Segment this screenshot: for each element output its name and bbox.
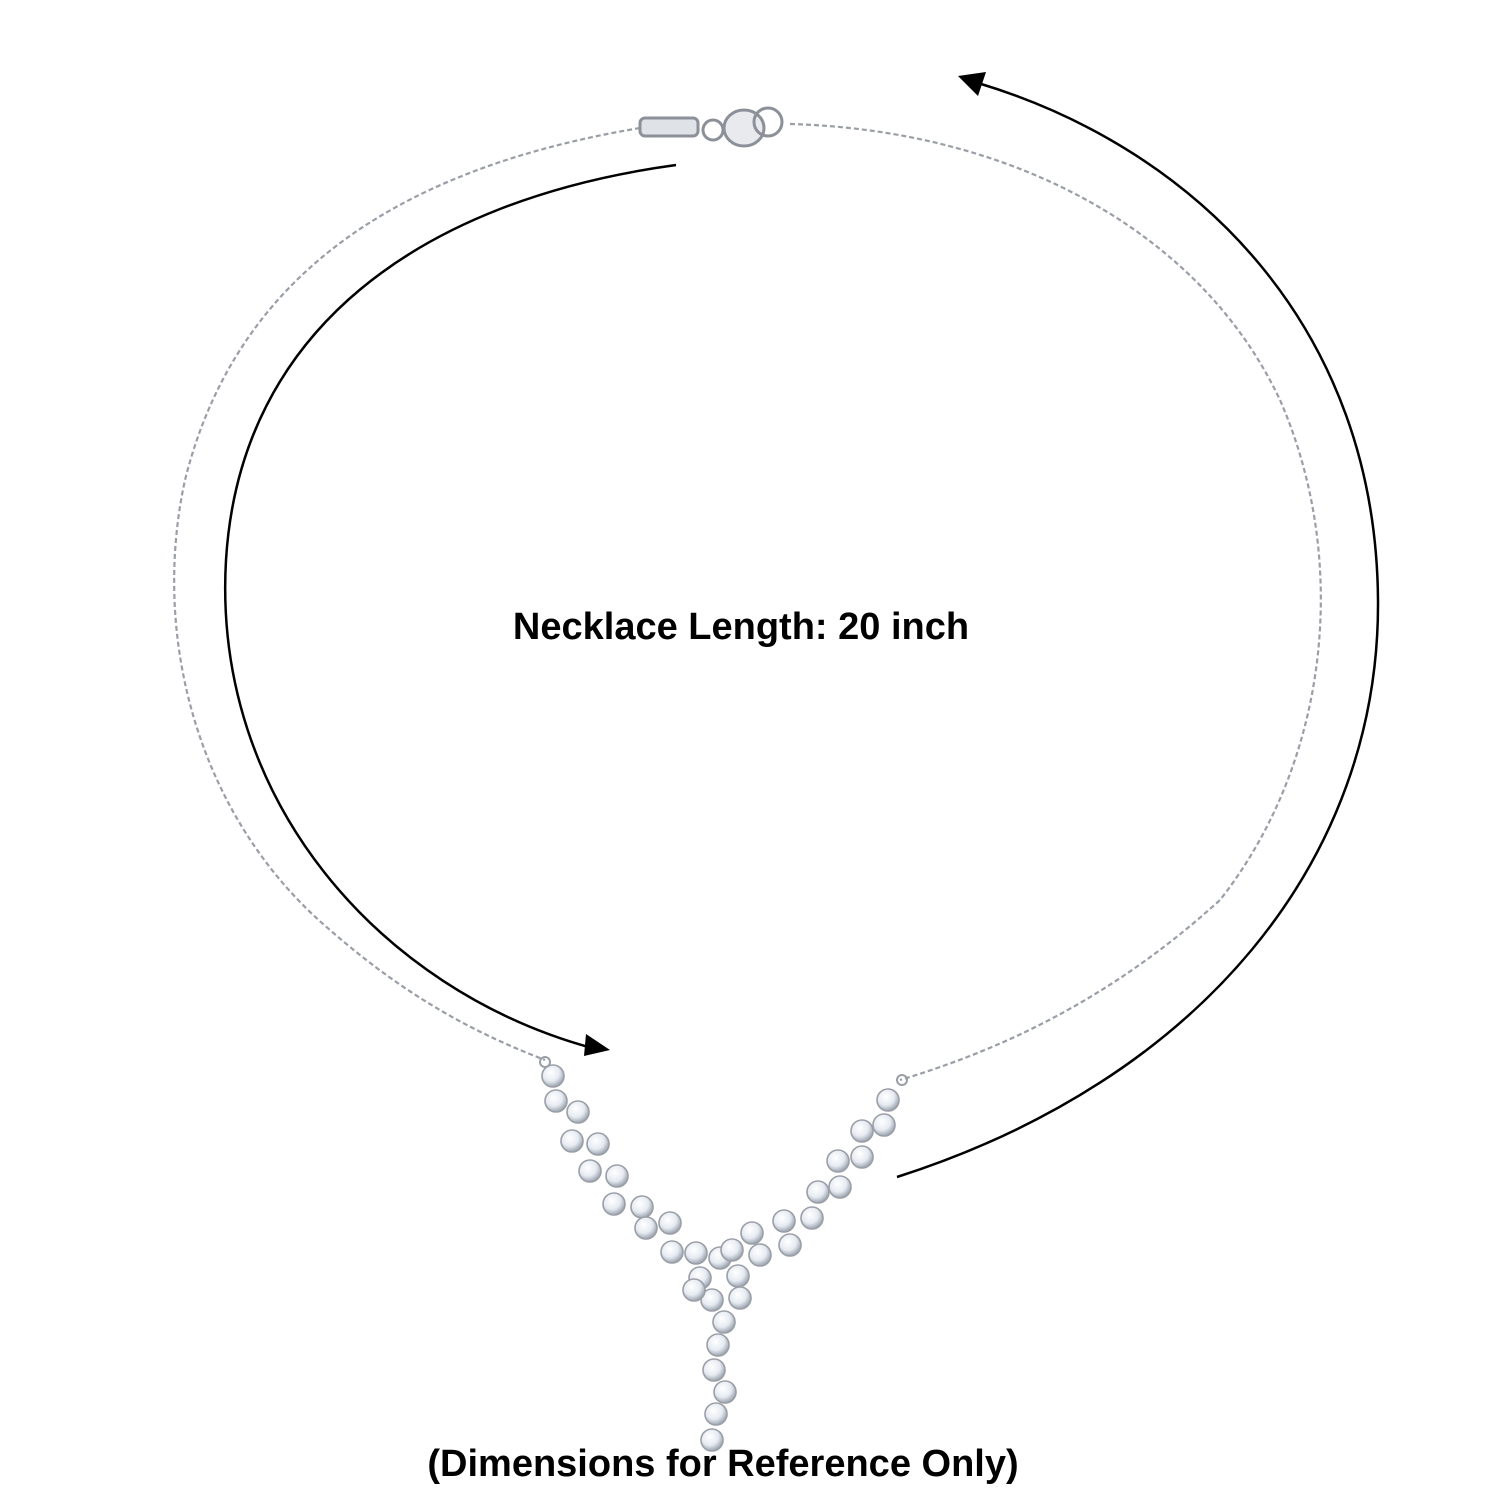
pendant-stone bbox=[702, 1358, 726, 1382]
arrowhead-down-icon bbox=[584, 1034, 610, 1056]
pendant-stone bbox=[634, 1216, 658, 1240]
pendant-stones bbox=[539, 1056, 908, 1452]
pendant-stone bbox=[541, 1064, 565, 1088]
pendant-stone bbox=[713, 1380, 737, 1404]
pendant-stone bbox=[586, 1132, 610, 1156]
pendant-stone bbox=[826, 1149, 850, 1173]
pendant-stone bbox=[872, 1113, 896, 1137]
pendant-stone bbox=[720, 1238, 744, 1262]
pendant-stone bbox=[828, 1175, 852, 1199]
necklace-length-label: Necklace Length: 20 inch bbox=[512, 606, 970, 648]
pendant-stone bbox=[772, 1209, 796, 1233]
pendant-stone bbox=[700, 1428, 724, 1452]
chain-left bbox=[173, 126, 641, 1062]
pendant-stone bbox=[700, 1288, 724, 1312]
pendant-stone bbox=[740, 1221, 764, 1245]
pendant-stone bbox=[806, 1180, 830, 1204]
pendant-stone bbox=[850, 1119, 874, 1143]
length-arrow-right bbox=[896, 81, 1380, 1179]
length-arrow-left bbox=[223, 163, 677, 1050]
jump-ring bbox=[539, 1056, 551, 1068]
arrowhead-up-icon bbox=[958, 72, 986, 96]
pendant-stone bbox=[602, 1192, 626, 1216]
pendant-stone bbox=[566, 1100, 590, 1124]
pendant-stone bbox=[660, 1240, 684, 1264]
pendant-stone bbox=[578, 1159, 602, 1183]
pendant-stone bbox=[560, 1129, 584, 1153]
dimensions-disclaimer: (Dimensions for Reference Only) bbox=[427, 1443, 1019, 1485]
pendant-stone bbox=[712, 1310, 736, 1334]
pendant-stone bbox=[682, 1278, 706, 1302]
pendant-stone bbox=[706, 1333, 730, 1357]
pendant-stone bbox=[630, 1195, 654, 1219]
pendant-stone bbox=[544, 1089, 568, 1113]
pendant-stone bbox=[726, 1264, 750, 1288]
pendant-stone bbox=[876, 1088, 900, 1112]
chain-right bbox=[789, 122, 1322, 1082]
pendant-stone bbox=[704, 1402, 728, 1426]
pendant-stone bbox=[684, 1241, 708, 1265]
pendant-stone bbox=[850, 1145, 874, 1169]
lobster-clasp-icon bbox=[638, 106, 784, 148]
pendant-stone bbox=[778, 1233, 802, 1257]
jump-ring bbox=[896, 1074, 908, 1086]
pendant-stone bbox=[800, 1206, 824, 1230]
pendant-stone bbox=[748, 1243, 772, 1267]
pendant-stone bbox=[605, 1164, 629, 1188]
pendant-stone bbox=[658, 1211, 682, 1235]
pendant-stone bbox=[728, 1286, 752, 1310]
